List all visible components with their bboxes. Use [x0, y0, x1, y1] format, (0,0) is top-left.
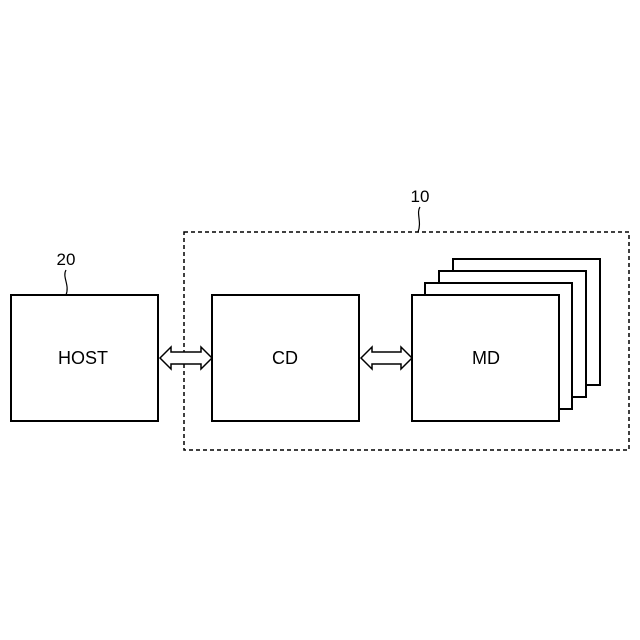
cd-md-double-arrow: [361, 347, 412, 369]
host-label: HOST: [58, 348, 108, 368]
system-ref-label: 10: [411, 187, 430, 206]
md-label: MD: [472, 348, 500, 368]
cd-label: CD: [272, 348, 298, 368]
host-ref-label: 20: [57, 250, 76, 269]
host-cd-double-arrow: [160, 347, 212, 369]
system-ref-leader: [418, 207, 420, 232]
host-ref-leader: [65, 270, 67, 295]
